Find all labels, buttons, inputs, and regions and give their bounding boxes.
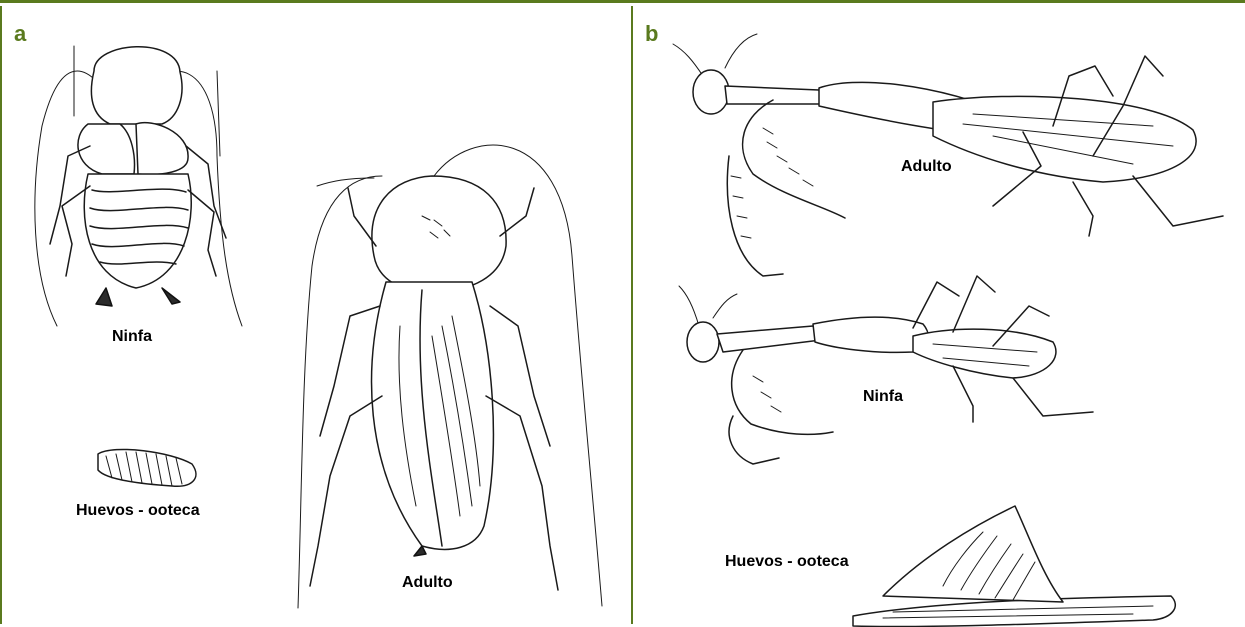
cockroach-nymph-drawing	[35, 46, 242, 326]
panel-b-adult-caption: Adulto	[901, 158, 952, 176]
mantis-illustrations	[633, 6, 1245, 627]
cockroach-adult-drawing	[298, 145, 602, 608]
panel-a-nymph-caption: Ninfa	[112, 328, 152, 346]
panel-b-nymph-caption: Ninfa	[863, 388, 903, 406]
cockroach-illustrations	[2, 6, 631, 627]
panel-b-eggs-caption: Huevos - ooteca	[725, 553, 849, 571]
cockroach-ootheca-drawing	[98, 449, 196, 486]
panel-a-adult-caption: Adulto	[402, 574, 453, 592]
mantis-adult-drawing	[673, 34, 1223, 276]
panel-b: b	[631, 6, 1245, 624]
panel-a-eggs-caption: Huevos - ooteca	[76, 502, 200, 520]
mantis-ootheca-drawing	[853, 506, 1175, 627]
panel-a: a	[0, 6, 631, 624]
mantis-nymph-drawing	[679, 276, 1093, 464]
